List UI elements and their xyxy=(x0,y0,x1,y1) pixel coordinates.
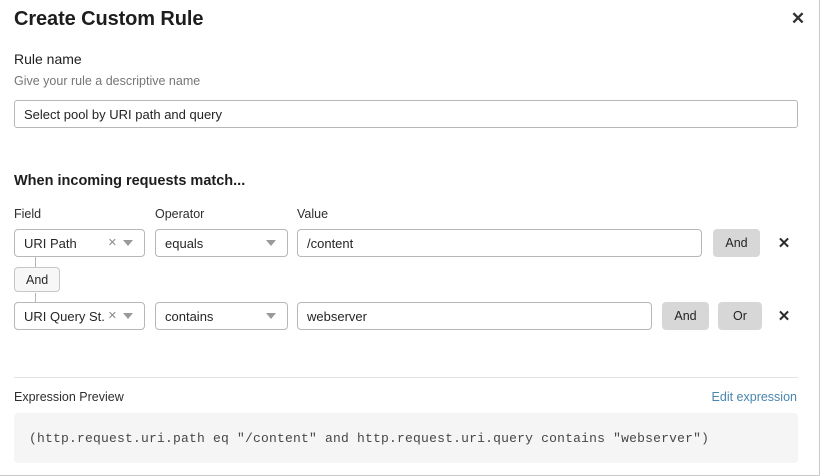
field-select-value-1: URI Query St... xyxy=(24,308,106,324)
clear-x-icon[interactable]: ✕ xyxy=(107,309,117,322)
rule-name-input[interactable] xyxy=(14,100,798,128)
expression-preview-box: (http.request.uri.path eq "/content" and… xyxy=(14,413,798,463)
value-input-0[interactable] xyxy=(297,229,702,257)
operator-select-1[interactable]: contains xyxy=(155,302,288,330)
rule-name-help-text: Give your rule a descriptive name xyxy=(14,74,201,88)
chevron-down-icon xyxy=(123,313,133,319)
field-select-1[interactable]: URI Query St... ✕ xyxy=(14,302,145,330)
remove-condition-button-0[interactable]: ✕ xyxy=(773,229,795,257)
rule-name-label: Rule name xyxy=(14,51,82,67)
match-section-heading: When incoming requests match... xyxy=(14,173,246,189)
expression-preview-label: Expression Preview xyxy=(14,390,124,404)
value-input-1[interactable] xyxy=(297,302,652,330)
dialog-title: Create Custom Rule xyxy=(14,8,204,30)
operator-select-value-0: equals xyxy=(165,235,204,251)
operator-select-0[interactable]: equals xyxy=(155,229,288,257)
column-header-value: Value xyxy=(297,207,329,221)
operator-select-value-1: contains xyxy=(165,308,214,324)
and-button-1[interactable]: And xyxy=(662,302,709,330)
condition-connector: And xyxy=(14,257,134,303)
field-select-0[interactable]: URI Path ✕ xyxy=(14,229,145,257)
close-icon[interactable]: ✕ xyxy=(785,5,811,31)
column-header-operator: Operator xyxy=(155,207,205,221)
connector-line-bottom xyxy=(35,293,36,303)
column-header-field: Field xyxy=(14,207,42,221)
section-divider xyxy=(14,377,798,378)
field-select-value-0: URI Path xyxy=(24,235,77,251)
remove-condition-button-1[interactable]: ✕ xyxy=(773,302,795,330)
edit-expression-link[interactable]: Edit expression xyxy=(711,390,797,404)
chevron-down-icon xyxy=(123,240,133,246)
clear-x-icon[interactable]: ✕ xyxy=(107,236,117,249)
or-button-1[interactable]: Or xyxy=(718,302,762,330)
chevron-down-icon xyxy=(266,240,276,246)
connector-and-chip[interactable]: And xyxy=(14,267,61,292)
expression-preview-text: (http.request.uri.path eq "/content" and… xyxy=(29,430,710,446)
chevron-down-icon xyxy=(266,313,276,319)
and-button-0[interactable]: And xyxy=(713,229,760,257)
connector-line-top xyxy=(35,257,36,267)
